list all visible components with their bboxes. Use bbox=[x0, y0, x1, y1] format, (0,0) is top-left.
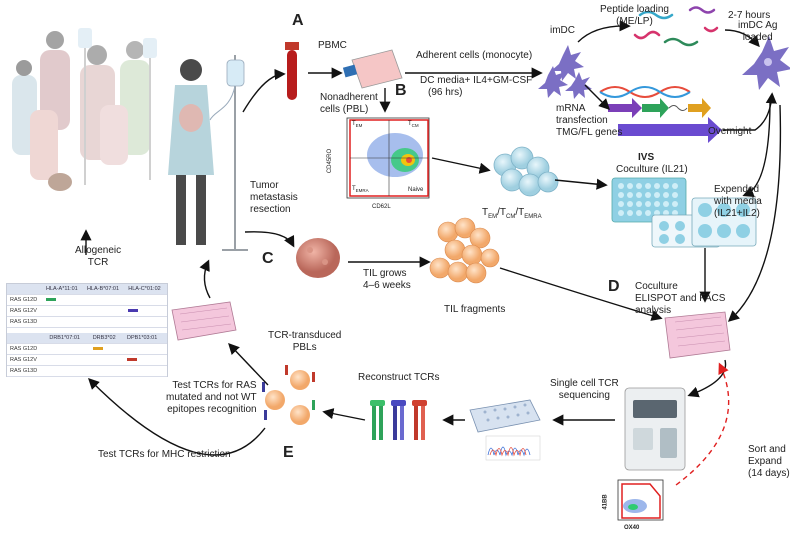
label-peptide-loading: Peptide loading(ME/LP) bbox=[600, 4, 669, 27]
section-letter-e: E bbox=[283, 444, 294, 461]
table-header: HLA-A*11:01 bbox=[43, 284, 84, 295]
sequencer-icon bbox=[624, 387, 686, 471]
tcr-bar-red bbox=[126, 358, 137, 361]
tcr-transduced-pbl-icon bbox=[262, 365, 315, 425]
elispot-plate-icon bbox=[664, 311, 731, 359]
sort-expand-arrow bbox=[675, 362, 730, 486]
table-header: DRB3*02 bbox=[89, 333, 124, 344]
peptides-icon bbox=[633, 6, 719, 47]
label-til-fragments: TIL fragments bbox=[444, 304, 506, 315]
table-row: RAS G12D bbox=[7, 343, 167, 355]
table-row: RAS G12V bbox=[7, 305, 167, 317]
table-row: RAS G13D bbox=[7, 365, 167, 377]
tcr-chains-icon bbox=[370, 400, 427, 440]
dendritic-cell-loaded-icon bbox=[742, 36, 790, 90]
facs-sort-plot bbox=[617, 479, 664, 521]
table-header: DPB1*03:01 bbox=[123, 333, 167, 344]
flow-quadrant-temra: TEMRA bbox=[352, 186, 369, 194]
sequencing-plate-icon bbox=[469, 399, 541, 461]
table-header bbox=[7, 284, 44, 295]
test-plate-icon bbox=[171, 301, 237, 341]
flow-x-label: CD62L bbox=[372, 204, 391, 210]
label-2-7-hours: 2-7 hours bbox=[728, 10, 771, 21]
label-coculture-il21: Coculture (IL21) bbox=[616, 164, 688, 175]
table-row: RAS G13D bbox=[7, 316, 167, 328]
section-letter-d: D bbox=[608, 278, 620, 295]
section-letter-a: A bbox=[292, 12, 304, 29]
label-ivs: IVS bbox=[638, 152, 655, 163]
table-header bbox=[7, 333, 47, 344]
table-row: RAS G12V bbox=[7, 354, 167, 366]
flow-quadrant-tem: TEM bbox=[352, 121, 363, 129]
label-overnight: Overnight bbox=[708, 126, 752, 137]
flow-arrows bbox=[80, 20, 782, 456]
culture-flask-icon bbox=[342, 49, 403, 89]
hla-class-i-table: HLA-A*11:01 HLA-B*07:01 HLA-C*01:02 RAS … bbox=[7, 284, 167, 328]
flow-y-label: CD45RO bbox=[327, 148, 334, 174]
blood-tube-icon bbox=[285, 42, 299, 100]
table-header: HLA-C*01:02 bbox=[125, 284, 167, 295]
table-header: HLA-B*07:01 bbox=[83, 284, 126, 295]
tcr-bar-orange bbox=[92, 347, 103, 350]
til-fragments-icon bbox=[429, 217, 500, 284]
expanded-culture-plate-icon bbox=[651, 197, 757, 248]
section-letter-c: C bbox=[262, 250, 274, 267]
gene-constructs-icon bbox=[608, 98, 722, 143]
patient-illustration bbox=[168, 55, 248, 251]
label-t-subsets: TEM/TCM/TEMRA bbox=[482, 207, 542, 220]
hla-class-ii-table: DRB1*07:01 DRB3*02 DPB1*03:01 RAS G12D R… bbox=[7, 333, 167, 377]
background-patients-illustration bbox=[12, 28, 157, 191]
facs-x-label: OX40 bbox=[624, 525, 640, 531]
facs-y-label: 41BB bbox=[602, 494, 609, 510]
label-dc-hours: (96 hrs) bbox=[428, 87, 463, 98]
t-cell-cluster-icon bbox=[493, 146, 559, 197]
label-pbmc: PBMC bbox=[318, 40, 347, 51]
label-test-mhc: Test TCRs for MHC restriction bbox=[98, 449, 231, 460]
ivs-culture-plate-icon bbox=[611, 177, 687, 223]
table-header: DRB1*07:01 bbox=[46, 333, 90, 344]
dendritic-cell-icon bbox=[538, 45, 592, 99]
section-letter-b: B bbox=[395, 82, 407, 99]
hla-table-panel: HLA-A*11:01 HLA-B*07:01 HLA-C*01:02 RAS … bbox=[6, 283, 168, 377]
label-adherent: Adherent cells (monocyte) bbox=[416, 50, 533, 61]
label-reconstruct-tcrs: Reconstruct TCRs bbox=[358, 372, 440, 383]
flow-quadrant-tcm: TCM bbox=[408, 121, 419, 129]
tumor-icon bbox=[296, 238, 340, 278]
tcr-bar-green bbox=[46, 298, 57, 301]
table-row: RAS G12D bbox=[7, 294, 167, 306]
label-imdc: imDC bbox=[550, 25, 575, 36]
flow-quadrant-naive: Naive bbox=[408, 187, 424, 193]
tcr-bar-purple bbox=[128, 309, 139, 312]
dna-icon bbox=[599, 86, 691, 98]
flow-cytometry-plot bbox=[346, 117, 430, 199]
label-dc-media: DC media+ IL4+GM-CSF bbox=[420, 75, 533, 86]
